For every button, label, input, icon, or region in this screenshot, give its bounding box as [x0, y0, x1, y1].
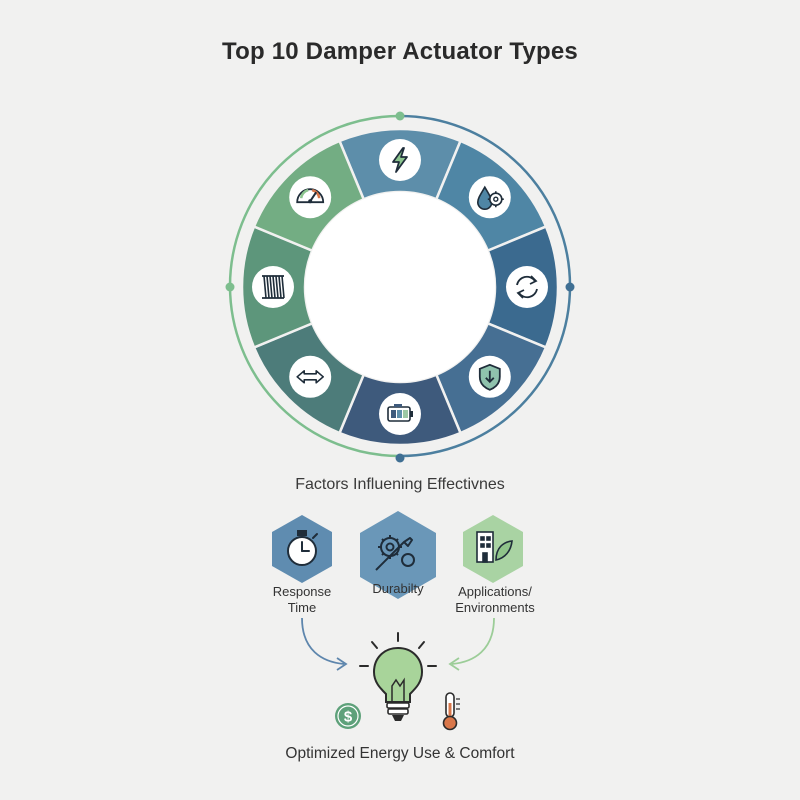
- pressure-gauge-icon: [289, 176, 332, 219]
- wheel-center: [305, 192, 495, 382]
- rotate-arrows-icon: [506, 266, 548, 308]
- pressure-gauge-icon-glyph: [296, 188, 325, 204]
- lightning-bolt-icon: [379, 139, 421, 181]
- factor-label-durability: Durabilty: [358, 581, 438, 597]
- outcome-label: Optimized Energy Use & Comfort: [285, 745, 515, 762]
- factor-label-response-line2: Time: [287, 600, 317, 615]
- shield-down-arrow-icon-glyph: [478, 363, 501, 391]
- wheel-icon-circle-3: [506, 266, 548, 308]
- water-drop-gear-icon-glyph: [477, 185, 504, 210]
- factor-label-applications-line1: Applications/: [458, 584, 532, 599]
- ring-dot-left: [225, 282, 235, 292]
- factors-heading: Factors Influening Effectivnes: [295, 476, 505, 493]
- outer-ring: [225, 111, 575, 463]
- double-arrow-icon-glyph: [296, 370, 324, 384]
- water-drop-gear-icon: [468, 176, 511, 219]
- battery-level-icon-glyph: [387, 404, 413, 422]
- lightning-bolt-icon-glyph: [392, 147, 408, 173]
- rotate-arrows-icon-glyph: [516, 275, 538, 299]
- page-title: Top 10 Damper Actuator Types: [222, 38, 578, 65]
- spring-coil-icon: [252, 266, 294, 308]
- factor-label-response-line1: Response: [272, 584, 332, 599]
- wheel-icon-circle-7: [252, 266, 294, 308]
- factor-label-applications-line2: Environments: [455, 600, 535, 615]
- ring-dot-top: [395, 111, 405, 121]
- shield-down-arrow-icon: [468, 355, 511, 398]
- ring-dot-right: [565, 282, 575, 292]
- factor-label-applications: Applications/ Environments: [445, 584, 545, 616]
- ring-dot-bottom: [395, 453, 405, 463]
- factor-label-response-time: Response Time: [262, 584, 342, 616]
- wheel-icons: [252, 139, 548, 435]
- factor-label-durability-line1: Durabilty: [372, 581, 424, 596]
- battery-level-icon: [379, 393, 421, 435]
- spring-coil-icon-glyph: [262, 275, 285, 299]
- double-arrow-icon: [289, 355, 332, 398]
